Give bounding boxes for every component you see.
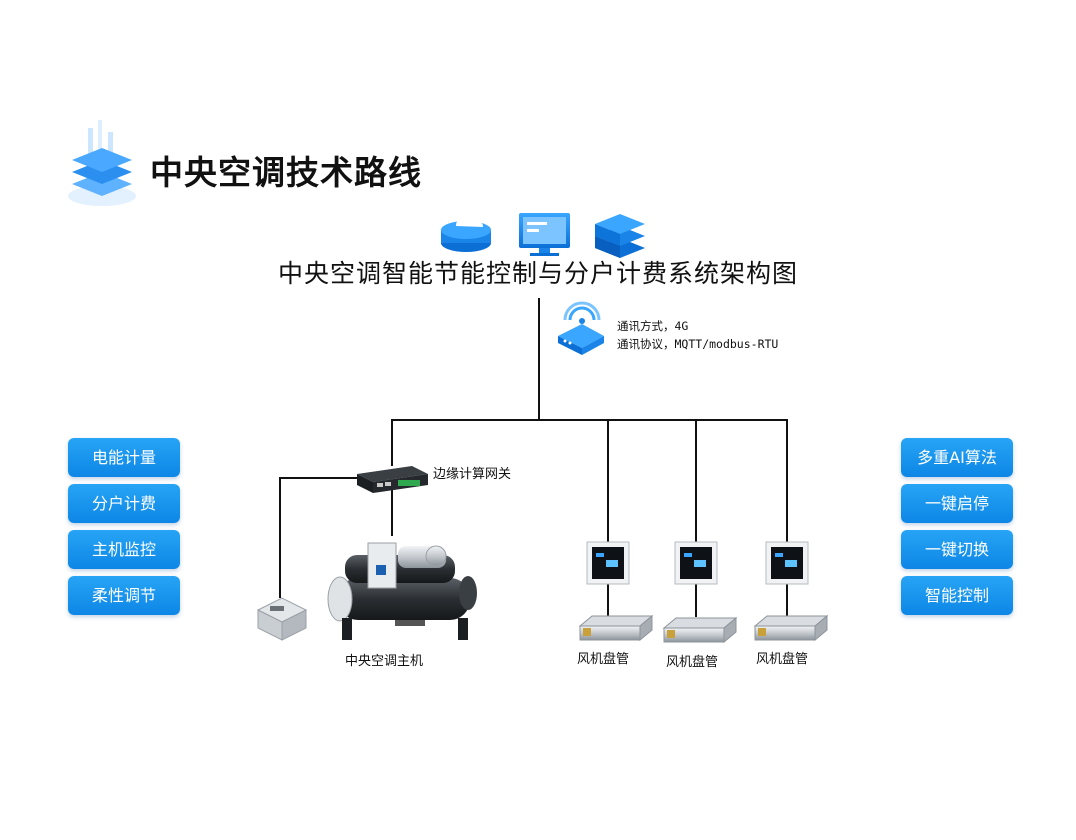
- gateway-label: 边缘计算网关: [433, 467, 512, 482]
- diagram-title: 中央空调智能节能控制与分户计费系统架构图: [277, 259, 798, 288]
- feature-host-monitoring: 主机监控: [68, 530, 180, 569]
- server-stack-icon: [595, 214, 645, 258]
- feature-ai-algorithms: 多重AI算法: [901, 438, 1013, 477]
- thermostat-panel: [674, 541, 718, 585]
- feature-energy-metering: 电能计量: [68, 438, 180, 477]
- fan-coil-unit: [753, 614, 829, 642]
- layers-stack-icon: [68, 120, 136, 206]
- chiller-unit: [327, 542, 477, 640]
- communication-mode: 通讯方式，4G: [617, 319, 689, 333]
- thermostat-panel: [586, 541, 630, 585]
- fan-coil-label: 风机盘管: [666, 655, 719, 670]
- fan-coil-label: 风机盘管: [756, 652, 809, 667]
- feature-household-billing: 分户计费: [68, 484, 180, 523]
- thermostat-panel: [765, 541, 809, 585]
- fan-coil-label: 风机盘管: [577, 652, 630, 667]
- feature-flexible-adjustment: 柔性调节: [68, 576, 180, 615]
- wifi-router-icon: [558, 301, 604, 355]
- monitor-icon: [519, 213, 570, 256]
- fan-coil-unit: [662, 616, 738, 644]
- chiller-label: 中央空调主机: [345, 654, 424, 669]
- feature-smart-control: 智能控制: [901, 576, 1013, 615]
- fan-coil-unit: [578, 614, 654, 642]
- edge-gateway-device: [357, 466, 428, 493]
- communication-protocol: 通讯协议，MQTT/modbus-RTU: [617, 337, 779, 351]
- cloud-database-icon: [441, 214, 491, 252]
- connection-lines: [279, 298, 788, 617]
- power-meter-device: [256, 597, 308, 641]
- thermostat-panels: [586, 541, 809, 585]
- fan-coil-units: [578, 614, 829, 644]
- feature-one-key-switch: 一键切换: [901, 530, 1013, 569]
- feature-one-key-start-stop: 一键启停: [901, 484, 1013, 523]
- page-title: 中央空调技术路线: [150, 153, 422, 192]
